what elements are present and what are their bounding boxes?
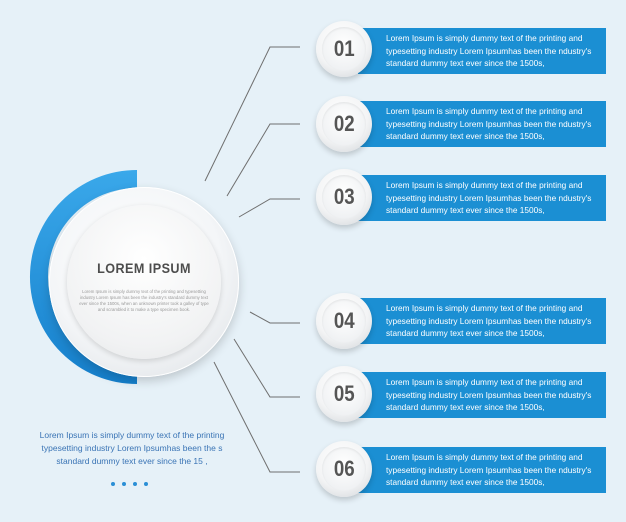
dot-1 — [111, 482, 115, 486]
item-number-badge-01: 01 — [316, 21, 372, 77]
item-banner-03: Lorem Ipsum is simply dummy text of the … — [358, 175, 606, 221]
item-text-05: Lorem Ipsum is simply dummy text of the … — [386, 377, 592, 412]
dot-2 — [122, 482, 126, 486]
item-number-badge-03: 03 — [316, 169, 372, 225]
item-number-badge-02: 02 — [316, 96, 372, 152]
item-number-01: 01 — [333, 36, 355, 61]
item-banner-06: Lorem Ipsum is simply dummy text of the … — [358, 447, 606, 493]
connector-05 — [233, 338, 300, 398]
center-inner-circle: LOREM IPSUM Lorem Ipsum is simply dummy … — [67, 205, 221, 359]
item-text-01: Lorem Ipsum is simply dummy text of the … — [386, 33, 592, 68]
item-number-02: 02 — [333, 111, 355, 136]
item-number-03: 03 — [333, 184, 355, 209]
item-number-badge-06: 06 — [316, 441, 372, 497]
connector-02 — [226, 123, 300, 197]
connector-04 — [249, 311, 300, 324]
item-banner-01: Lorem Ipsum is simply dummy text of the … — [358, 28, 606, 74]
item-banner-02: Lorem Ipsum is simply dummy text of the … — [358, 101, 606, 147]
dot-3 — [133, 482, 137, 486]
connector-06 — [213, 361, 300, 473]
connector-03 — [238, 198, 300, 218]
item-number-05: 05 — [333, 381, 355, 406]
item-number-04: 04 — [333, 308, 355, 333]
center-title: LOREM IPSUM — [97, 260, 191, 276]
center-body: Lorem Ipsum is simply dummy text of the … — [79, 289, 209, 312]
pagination-dots — [111, 473, 155, 491]
item-banner-05: Lorem Ipsum is simply dummy text of the … — [358, 372, 606, 418]
item-text-02: Lorem Ipsum is simply dummy text of the … — [386, 106, 592, 141]
item-number-badge-04: 04 — [316, 293, 372, 349]
item-text-04: Lorem Ipsum is simply dummy text of the … — [386, 303, 592, 338]
connector-01 — [204, 46, 300, 182]
item-text-03: Lorem Ipsum is simply dummy text of the … — [386, 180, 592, 215]
item-number-badge-05: 05 — [316, 366, 372, 422]
item-number-06: 06 — [333, 456, 355, 481]
footer-text: Lorem Ipsum is simply dummy text of the … — [39, 430, 225, 466]
dot-4 — [144, 482, 148, 486]
center-circle: LOREM IPSUM Lorem Ipsum is simply dummy … — [49, 187, 239, 377]
item-banner-04: Lorem Ipsum is simply dummy text of the … — [358, 298, 606, 344]
item-text-06: Lorem Ipsum is simply dummy text of the … — [386, 452, 592, 487]
